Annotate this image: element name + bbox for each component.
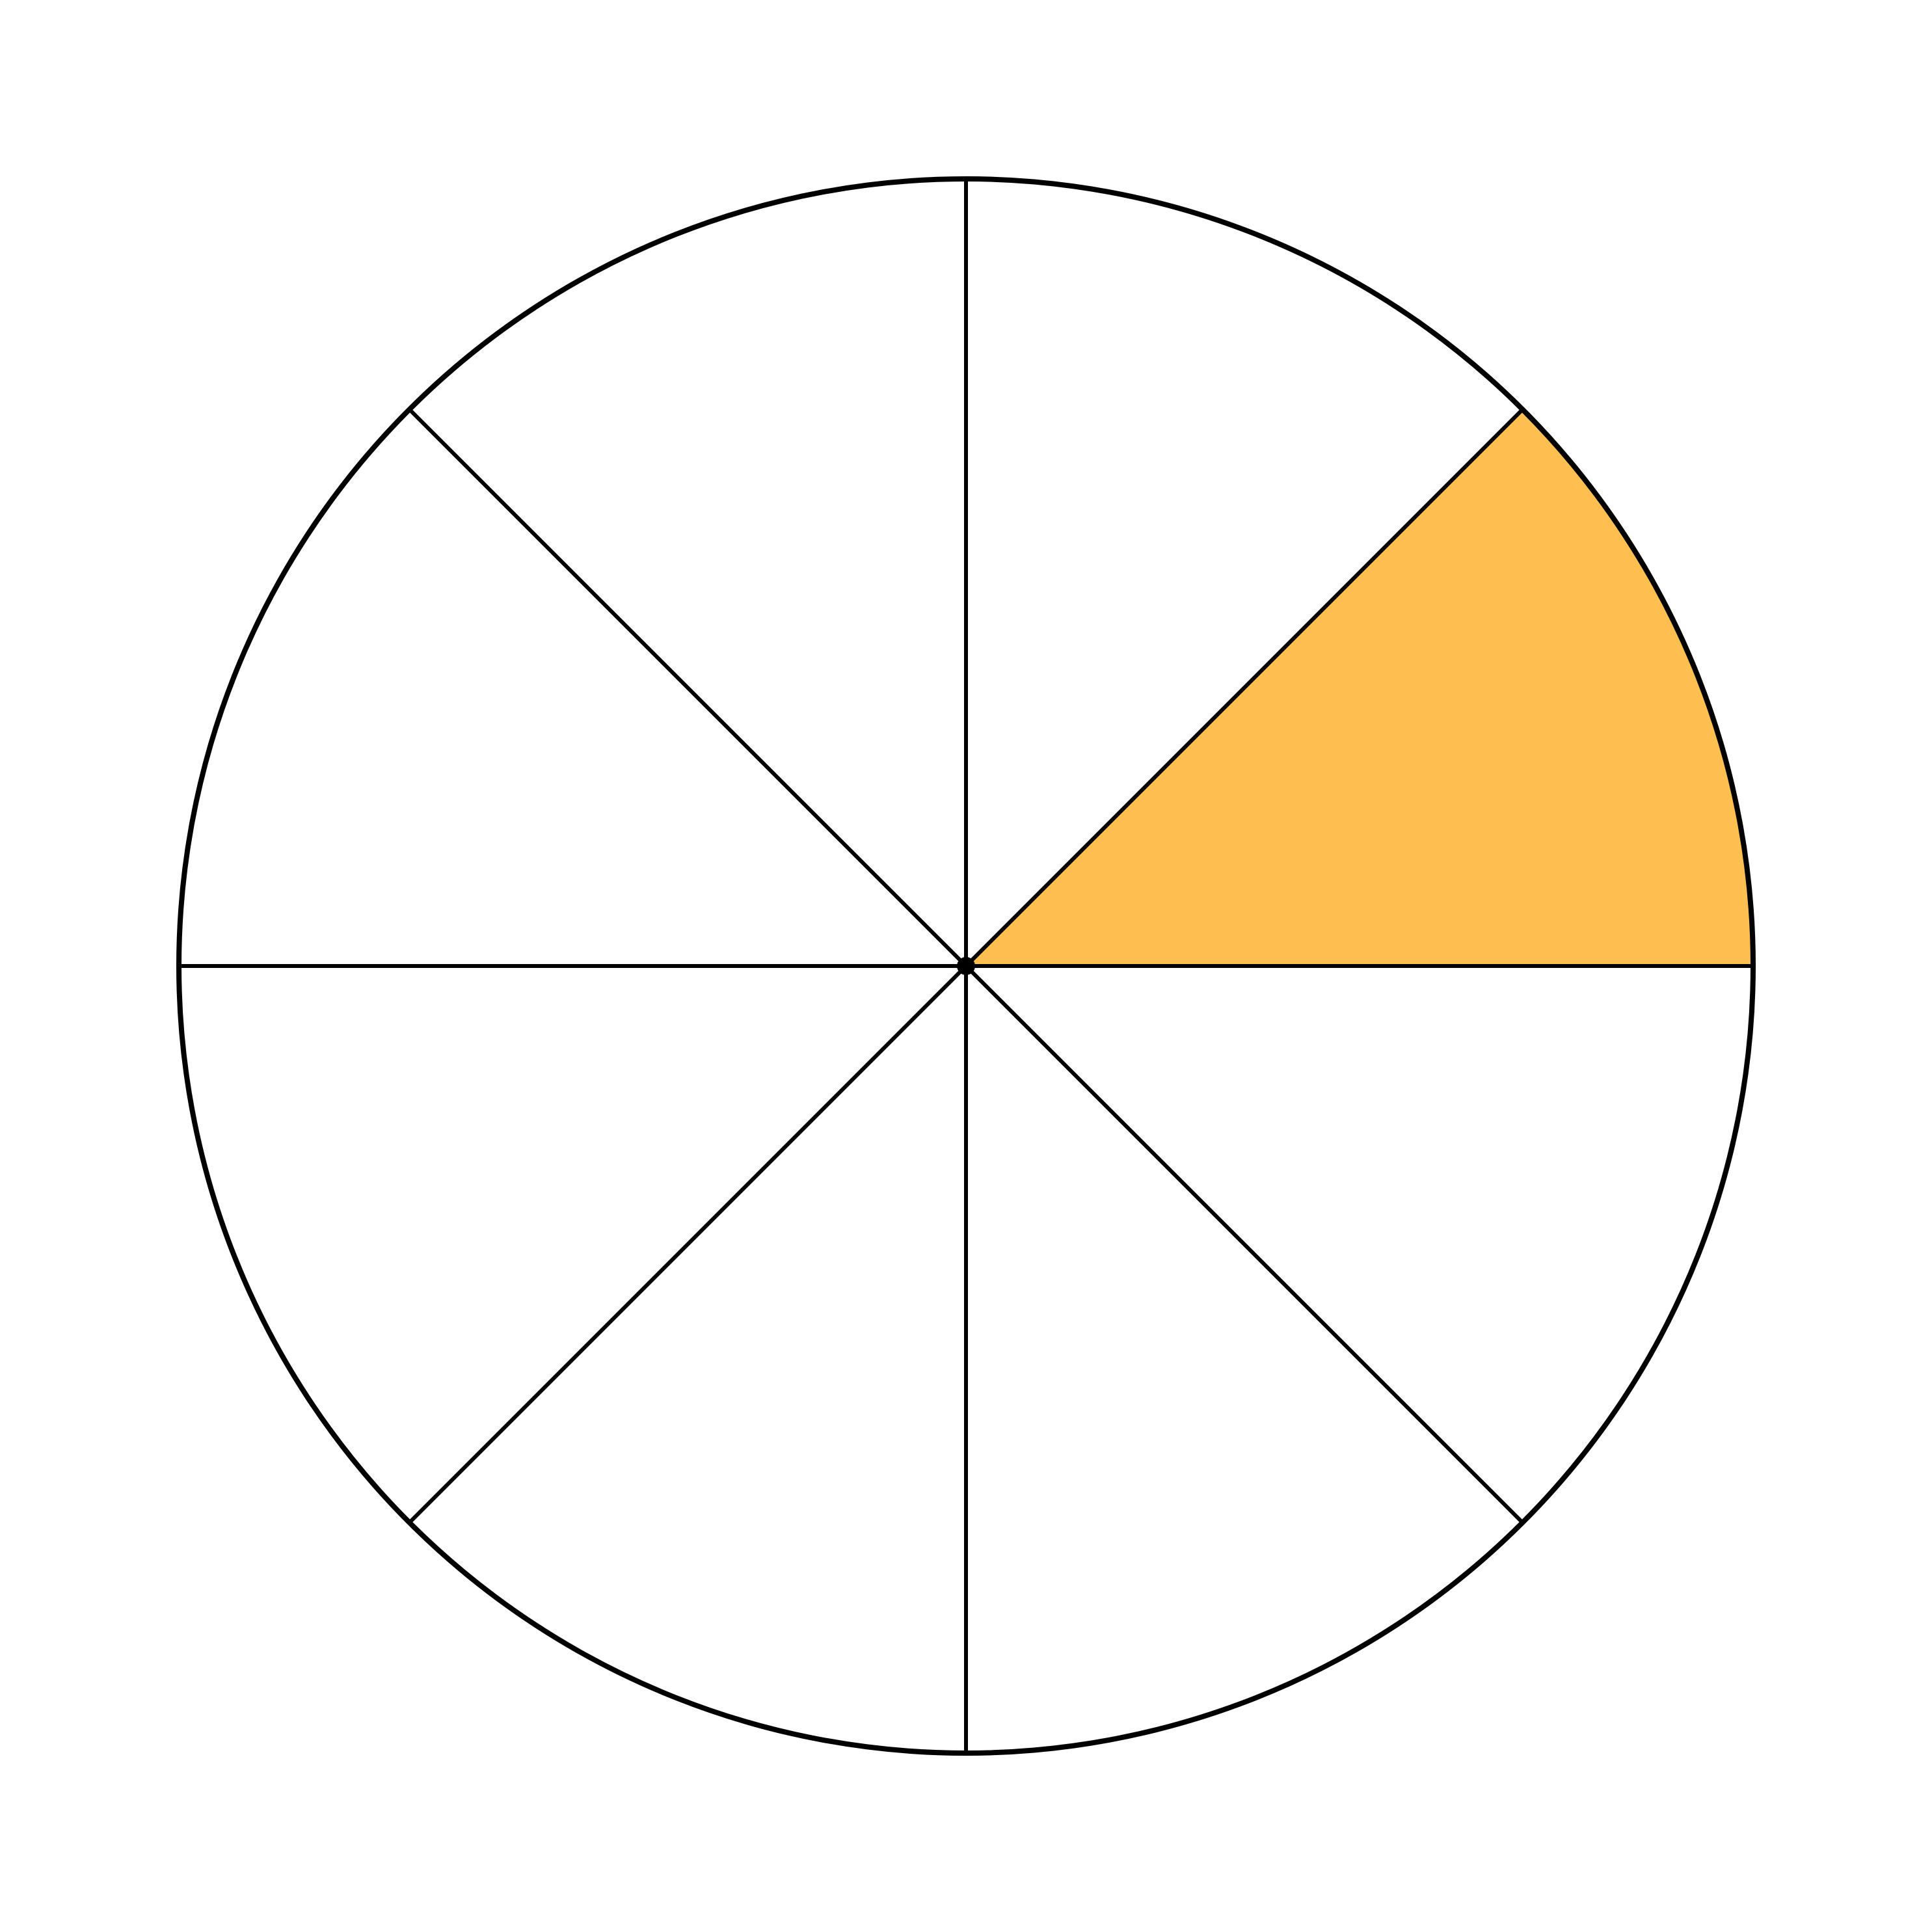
- center-point: [957, 957, 975, 975]
- unshaded-sector: [179, 966, 966, 1523]
- sectors-group: [179, 179, 1753, 1753]
- unshaded-sector: [409, 966, 966, 1753]
- unshaded-sector: [966, 179, 1523, 966]
- unshaded-sector: [409, 179, 966, 966]
- unshaded-sector: [966, 966, 1523, 1753]
- shaded-sector: [966, 409, 1753, 966]
- unshaded-sector: [966, 966, 1753, 1523]
- circle-outline: [176, 176, 1756, 1756]
- unshaded-sector: [179, 409, 966, 966]
